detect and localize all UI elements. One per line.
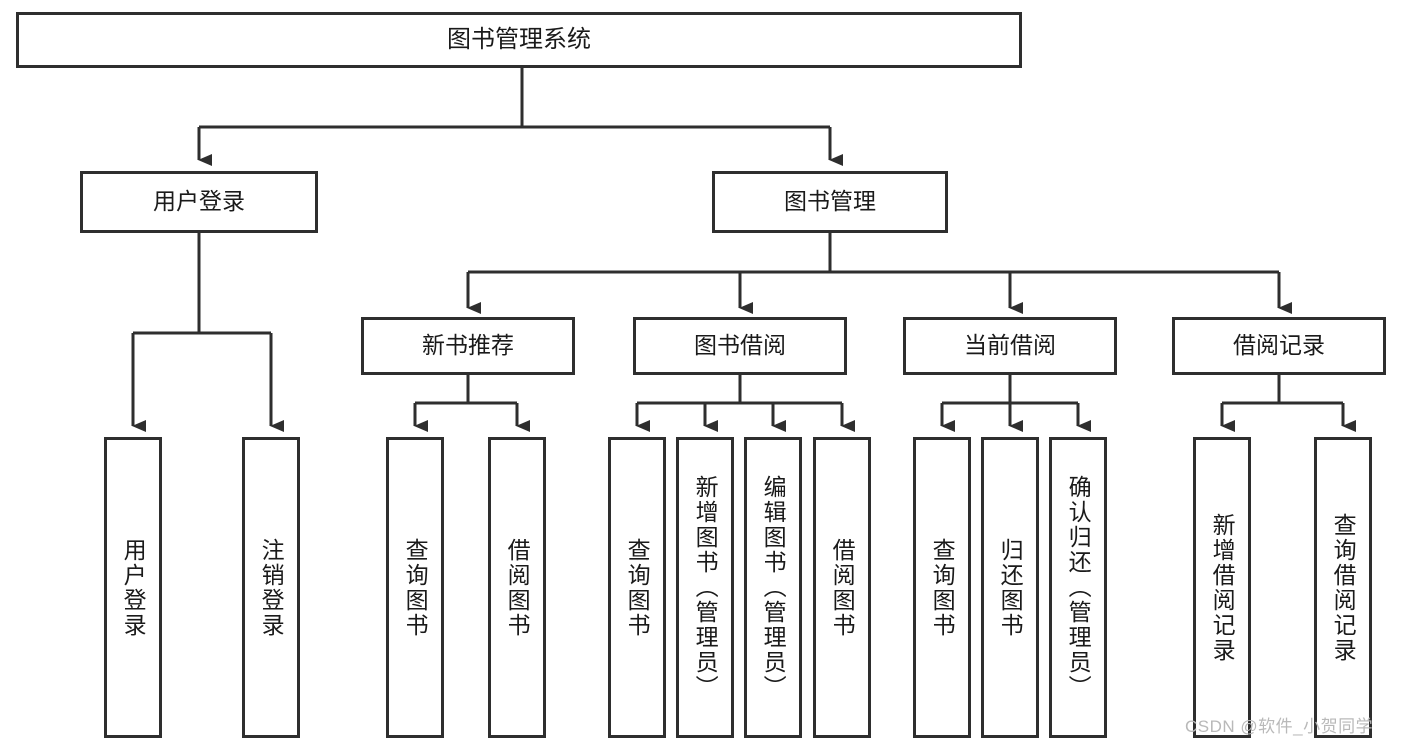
node-leaf-borrow-book[interactable]: 借阅图书 <box>813 437 871 738</box>
node-label: 图书管理 <box>784 188 876 215</box>
node-label: 查询图书 <box>624 537 651 638</box>
node-leaf-query-borrowing-record[interactable]: 查询借阅记录 <box>1314 437 1372 738</box>
node-borrowing-record[interactable]: 借阅记录 <box>1172 317 1386 375</box>
node-book-borrowing[interactable]: 图书借阅 <box>633 317 847 375</box>
node-leaf-user-login[interactable]: 用户登录 <box>104 437 162 738</box>
node-leaf-query-book-recommendation[interactable]: 查询图书 <box>386 437 444 738</box>
node-label: 查询图书 <box>402 537 429 638</box>
node-label: 用户登录 <box>153 188 245 215</box>
node-leaf-query-book-current[interactable]: 查询图书 <box>913 437 971 738</box>
node-label: 借阅图书 <box>829 537 856 638</box>
node-label: 新增图书（管理员） <box>692 475 719 700</box>
node-label: 借阅图书 <box>504 537 531 638</box>
node-label: 新书推荐 <box>422 332 514 359</box>
node-label: 图书管理系统 <box>447 25 591 53</box>
node-label: 当前借阅 <box>964 332 1056 359</box>
node-label: 查询图书 <box>929 537 956 638</box>
node-label: 借阅记录 <box>1233 332 1325 359</box>
node-leaf-logout[interactable]: 注销登录 <box>242 437 300 738</box>
node-current-borrowing[interactable]: 当前借阅 <box>903 317 1117 375</box>
node-book-management[interactable]: 图书管理 <box>712 171 948 233</box>
node-label: 用户登录 <box>120 537 147 638</box>
node-label: 图书借阅 <box>694 332 786 359</box>
node-root-book-management-system[interactable]: 图书管理系统 <box>16 12 1022 68</box>
node-leaf-query-book-borrowing[interactable]: 查询图书 <box>608 437 666 738</box>
node-label: 归还图书 <box>997 537 1024 638</box>
watermark-text: CSDN @软件_小贺同学 <box>1185 717 1374 736</box>
node-leaf-add-borrowing-record[interactable]: 新增借阅记录 <box>1193 437 1251 738</box>
node-user-login[interactable]: 用户登录 <box>80 171 318 233</box>
node-label: 注销登录 <box>258 537 285 638</box>
node-label: 新增借阅记录 <box>1209 512 1236 663</box>
node-leaf-borrow-book-recommendation[interactable]: 借阅图书 <box>488 437 546 738</box>
node-leaf-add-book-admin[interactable]: 新增图书（管理员） <box>676 437 734 738</box>
node-new-book-recommendation[interactable]: 新书推荐 <box>361 317 575 375</box>
node-label: 确认归还（管理员） <box>1065 475 1092 700</box>
node-label: 编辑图书（管理员） <box>760 475 787 700</box>
node-label: 查询借阅记录 <box>1330 512 1357 663</box>
node-leaf-return-book[interactable]: 归还图书 <box>981 437 1039 738</box>
node-leaf-confirm-return-admin[interactable]: 确认归还（管理员） <box>1049 437 1107 738</box>
node-leaf-edit-book-admin[interactable]: 编辑图书（管理员） <box>744 437 802 738</box>
